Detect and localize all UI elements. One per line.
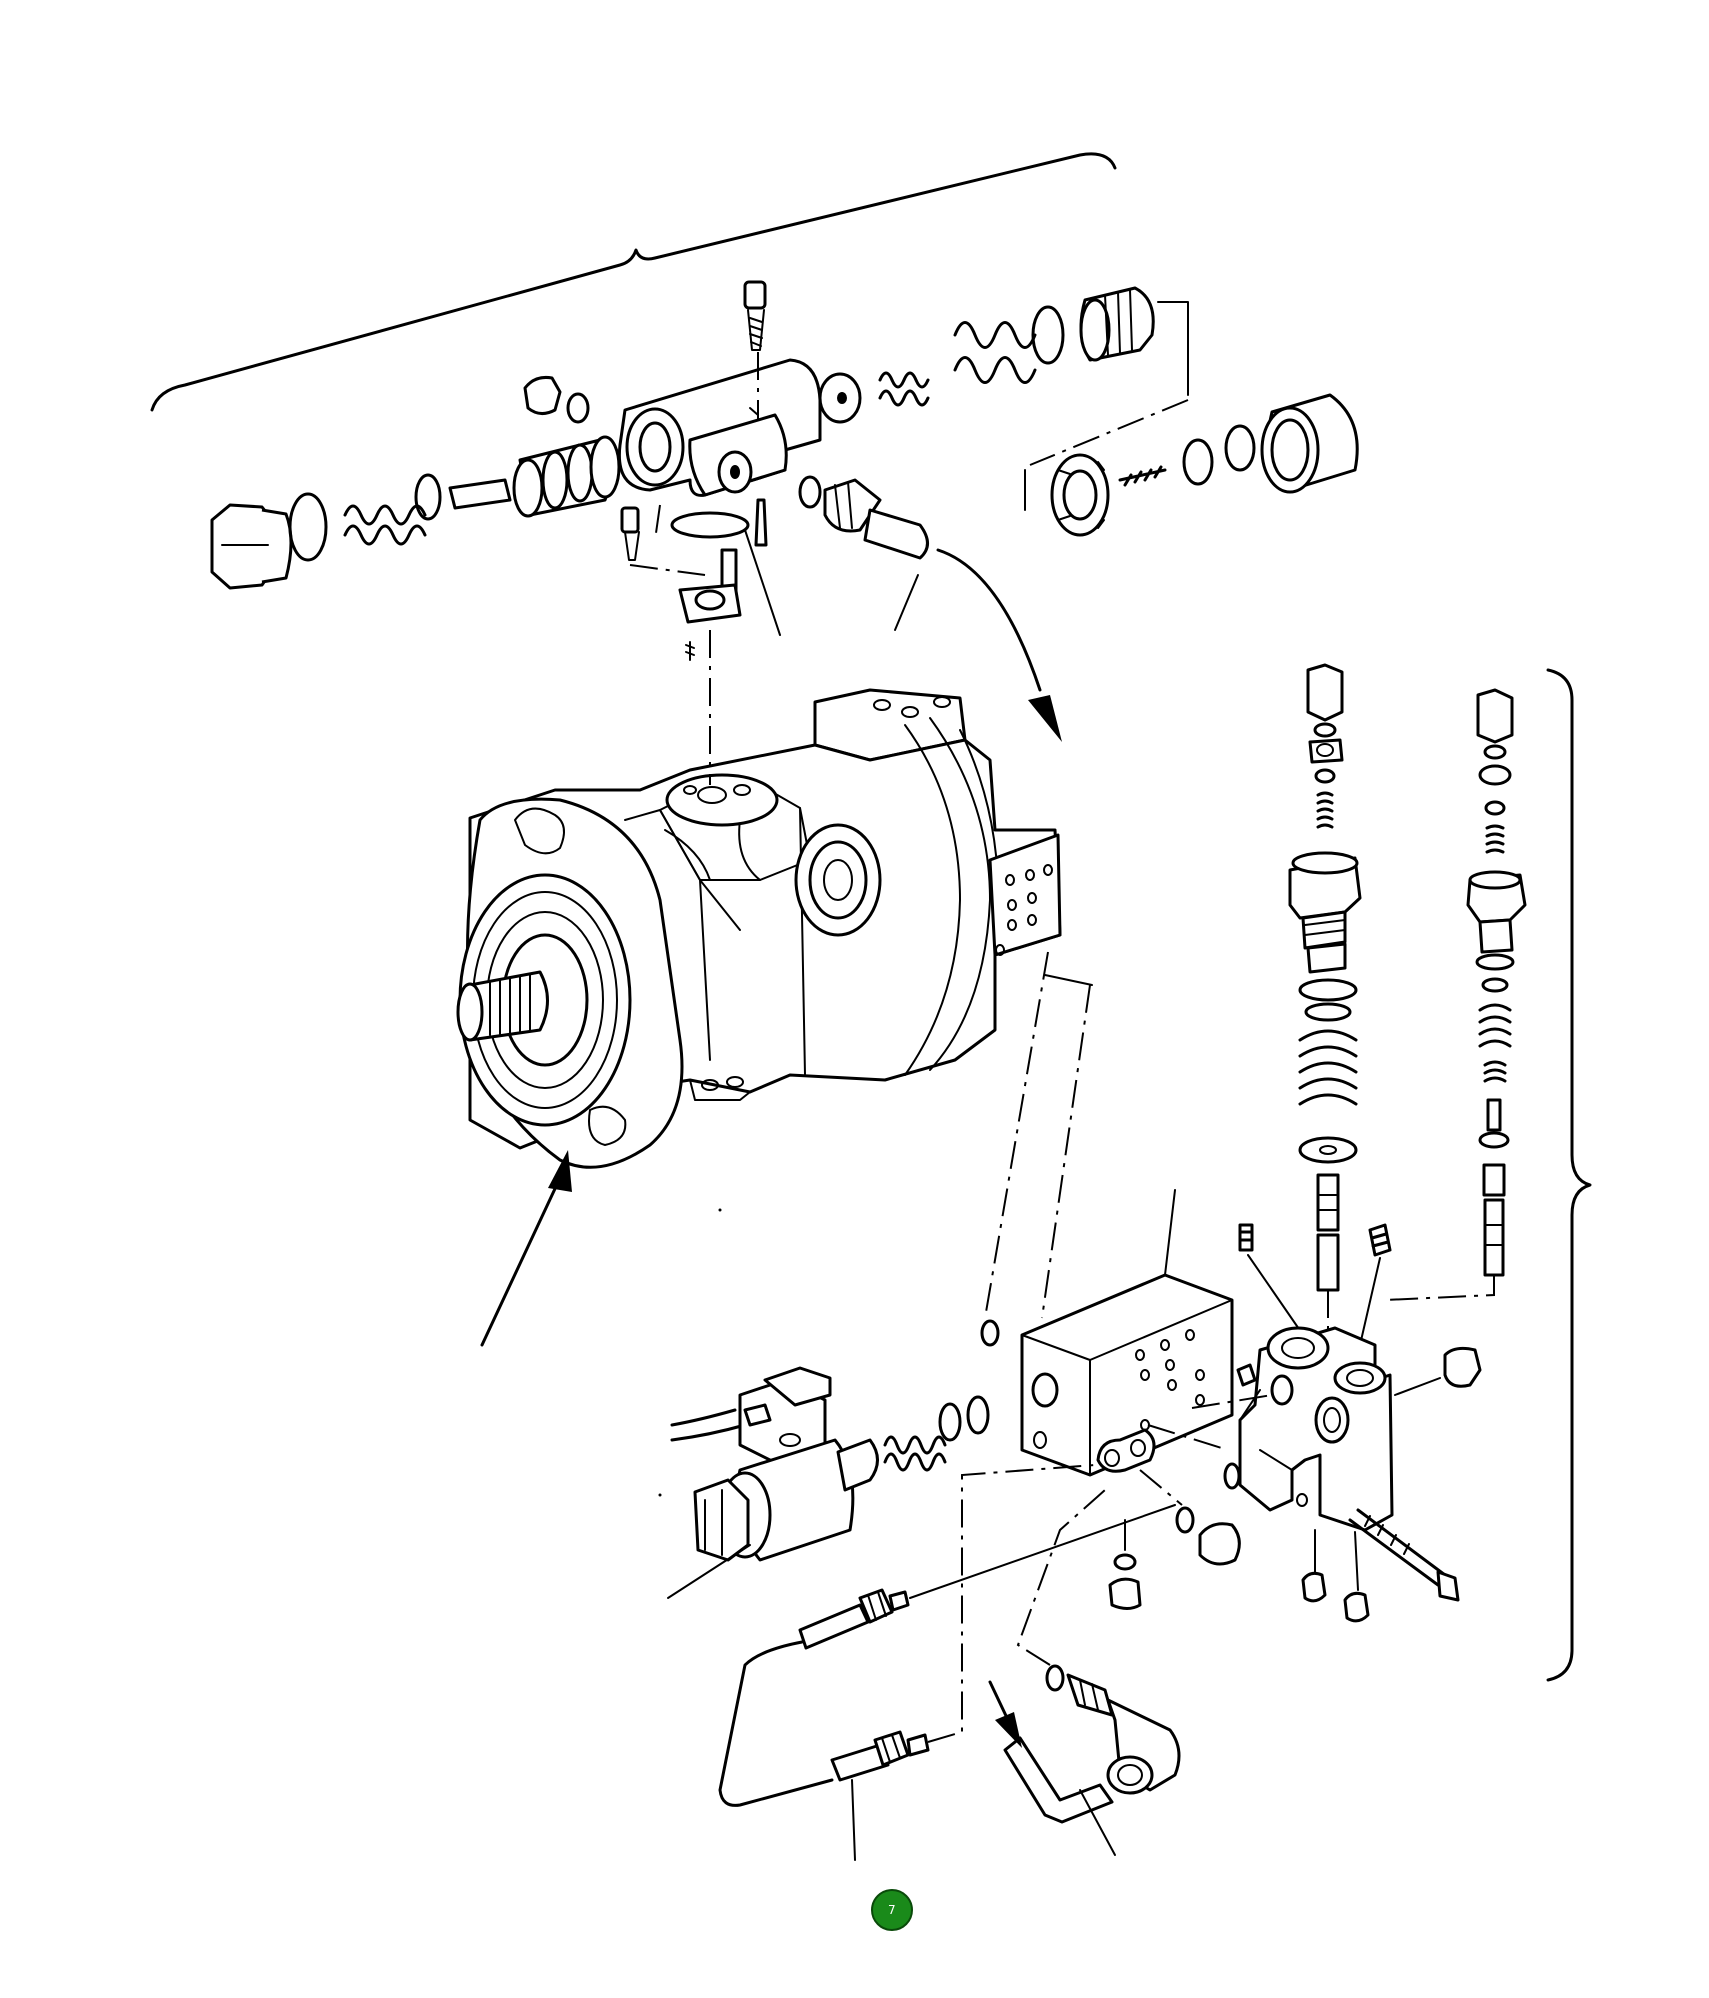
top-valve-assembly bbox=[210, 280, 1155, 661]
elbow-fitting bbox=[1003, 1664, 1181, 1824]
o-ring-solenoid-1 bbox=[938, 1402, 962, 1442]
o-ring-solenoid-2 bbox=[966, 1395, 990, 1435]
o-ring-under-body bbox=[670, 511, 750, 539]
washer-separated-2 bbox=[1224, 424, 1256, 472]
screw-separated bbox=[1118, 465, 1167, 487]
stud-small-2 bbox=[1368, 1223, 1392, 1257]
arrow-top-to-block bbox=[936, 548, 1042, 692]
o-ring-top-right bbox=[1031, 305, 1065, 365]
pressure-switch-fitting bbox=[830, 1730, 930, 1782]
solenoid-valve bbox=[670, 1366, 947, 1562]
screw-lower-2 bbox=[1343, 1591, 1370, 1623]
screw-block-below bbox=[620, 506, 742, 661]
pressure-sensor-fitting bbox=[798, 1588, 910, 1650]
nut-top-right bbox=[1079, 286, 1155, 362]
valve-body-top bbox=[617, 358, 822, 497]
leader-solenoid bbox=[667, 1544, 751, 1599]
leader-pressure-switch bbox=[851, 1779, 856, 1861]
control-block bbox=[1020, 1273, 1234, 1477]
plug-bottom-middle bbox=[1198, 1522, 1241, 1566]
callout-7-label: 7 bbox=[888, 1903, 896, 1917]
o-ring-block-left bbox=[980, 1319, 1000, 1347]
stud-small-1 bbox=[1238, 1223, 1254, 1252]
callout-7[interactable]: 7 bbox=[871, 1889, 913, 1931]
bolt-top bbox=[743, 280, 767, 351]
leader-line-top-2 bbox=[894, 574, 919, 631]
small-plug-block bbox=[1236, 1363, 1257, 1387]
block-ports bbox=[1135, 1329, 1205, 1431]
top-brace bbox=[150, 152, 1117, 412]
relief-valve-stack-right bbox=[1466, 688, 1527, 1277]
small-plug-top-left bbox=[523, 376, 562, 415]
right-brace bbox=[1546, 668, 1592, 1682]
relief-valve-stack-left bbox=[1288, 663, 1362, 1292]
stud-under-body bbox=[754, 498, 768, 547]
pin-small-left bbox=[448, 478, 512, 510]
arrow-to-elbow bbox=[988, 1680, 1010, 1722]
nut-separated bbox=[1050, 453, 1110, 537]
screw-lower-1 bbox=[1301, 1571, 1327, 1603]
leader-elbow bbox=[1079, 1789, 1116, 1856]
pipe-loop-left bbox=[718, 1640, 834, 1807]
leader-line-top-1 bbox=[744, 529, 781, 636]
spring-top-right bbox=[878, 371, 930, 407]
o-ring-right-block bbox=[1223, 1462, 1241, 1490]
spring-top-right-large bbox=[953, 321, 1037, 384]
bolt-bottom-right bbox=[1348, 1508, 1447, 1587]
top-right-separated-parts bbox=[1024, 301, 1359, 537]
cap-separated bbox=[1260, 393, 1359, 494]
plug-right bbox=[1443, 1346, 1482, 1388]
hydraulic-motor-housing bbox=[456, 688, 1062, 1169]
o-ring-left bbox=[288, 492, 328, 562]
valve-body-right bbox=[1238, 1326, 1394, 1532]
washer-separated-1 bbox=[1182, 438, 1214, 486]
screw-lower-3 bbox=[1108, 1577, 1142, 1610]
spring-left bbox=[343, 504, 427, 546]
cartridge-top-middle bbox=[798, 475, 929, 560]
plug-cap-left bbox=[210, 503, 293, 590]
arrow-to-motor bbox=[480, 1176, 562, 1347]
piston-left bbox=[512, 435, 621, 518]
